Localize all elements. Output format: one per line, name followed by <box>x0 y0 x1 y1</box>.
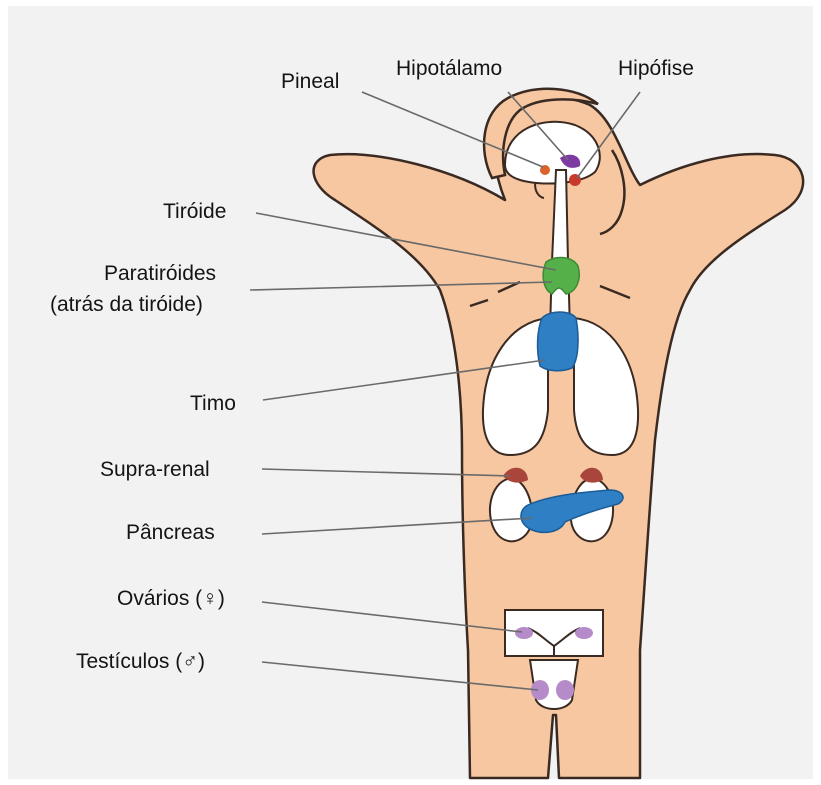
label-paratiroides-line1: Paratiróides <box>104 262 216 286</box>
label-paratiroides-line2: (atrás da tiróide) <box>50 293 203 317</box>
thymus-organ <box>538 312 579 371</box>
label-tiroide: Tiróide <box>163 200 226 224</box>
label-testiculos: Testículos (♂) <box>76 650 205 674</box>
label-timo: Timo <box>190 392 236 416</box>
label-hipotalamo: Hipotálamo <box>396 57 502 81</box>
label-supra-renal: Supra-renal <box>100 458 210 482</box>
testicle-right <box>556 680 574 700</box>
label-pancreas: Pâncreas <box>126 521 215 545</box>
thyroid-organ <box>543 257 579 294</box>
brainstem <box>552 170 568 262</box>
label-pineal: Pineal <box>281 70 339 94</box>
label-hipofise: Hipófise <box>618 57 694 81</box>
ovary-left <box>515 627 533 639</box>
ovary-right <box>575 627 593 639</box>
label-ovarios: Ovários (♀) <box>117 587 225 611</box>
